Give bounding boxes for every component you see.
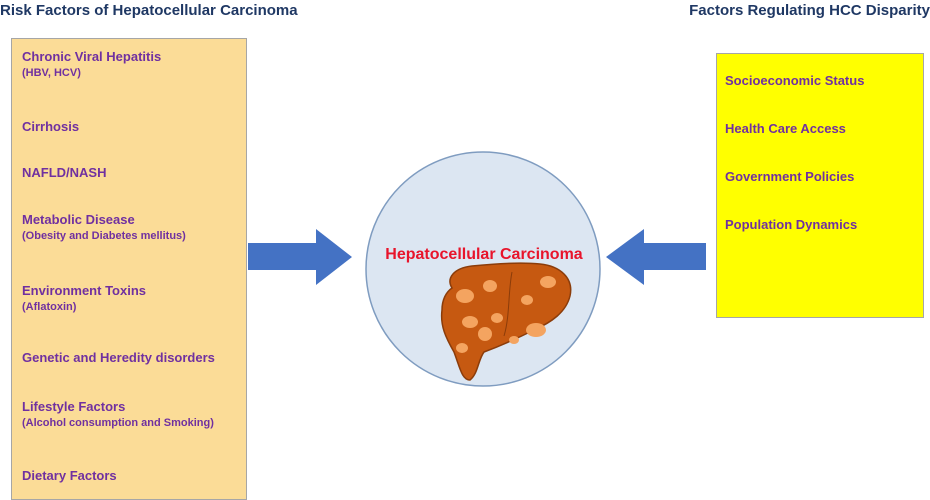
disparity-factors-panel: Socioeconomic Status Health Care Access …: [716, 53, 924, 318]
risk-factor-label: Cirrhosis: [22, 119, 80, 134]
risk-factor-label: Genetic and Heredity disorders: [22, 350, 215, 365]
right-arrow-icon: [248, 229, 352, 285]
disparity-factor-item: Socioeconomic Status: [725, 73, 865, 88]
risk-factor-item: Cirrhosis: [22, 119, 79, 134]
liver-icon: [440, 262, 572, 381]
risk-factor-item: NAFLD/NASH: [22, 165, 107, 180]
risk-factor-detail: (Aflatoxin): [22, 301, 77, 313]
risk-factor-item: Environment Toxins (Aflatoxin): [22, 283, 146, 313]
risk-factor-item: Lifestyle Factors (Alcohol consumption a…: [22, 399, 214, 429]
risk-factor-item: Dietary Factors: [22, 468, 117, 483]
risk-factor-item: Metabolic Disease (Obesity and Diabetes …: [22, 212, 186, 242]
risk-factor-detail: (HBV, HCV): [22, 67, 81, 79]
risk-factor-label: Environment Toxins: [22, 283, 146, 298]
disparity-factor-item: Health Care Access: [725, 121, 846, 136]
disparity-factor-item: Government Policies: [725, 169, 855, 184]
hcc-label: Hepatocellular Carcinoma: [385, 246, 583, 263]
left-arrow-icon: [606, 229, 706, 285]
risk-factor-label: NAFLD/NASH: [22, 165, 107, 180]
risk-factors-panel: Chronic Viral Hepatitis (HBV, HCV) Cirrh…: [11, 38, 247, 500]
risk-factor-label: Metabolic Disease: [22, 212, 135, 227]
risk-factor-item: Genetic and Heredity disorders: [22, 350, 215, 365]
risk-factor-detail: (Alcohol consumption and Smoking): [22, 417, 214, 429]
risk-factor-label: Dietary Factors: [22, 468, 117, 483]
left-panel-heading: Risk Factors of Hepatocellular Carcinoma: [0, 2, 298, 19]
risk-factor-label: Chronic Viral Hepatitis: [22, 49, 162, 64]
disparity-factor-item: Population Dynamics: [725, 217, 858, 232]
risk-factor-detail: (Obesity and Diabetes mellitus): [22, 230, 186, 242]
risk-factor-label: Lifestyle Factors: [22, 399, 126, 414]
right-panel-heading: Factors Regulating HCC Disparity: [689, 2, 930, 19]
risk-factor-item: Chronic Viral Hepatitis (HBV, HCV): [22, 49, 161, 79]
